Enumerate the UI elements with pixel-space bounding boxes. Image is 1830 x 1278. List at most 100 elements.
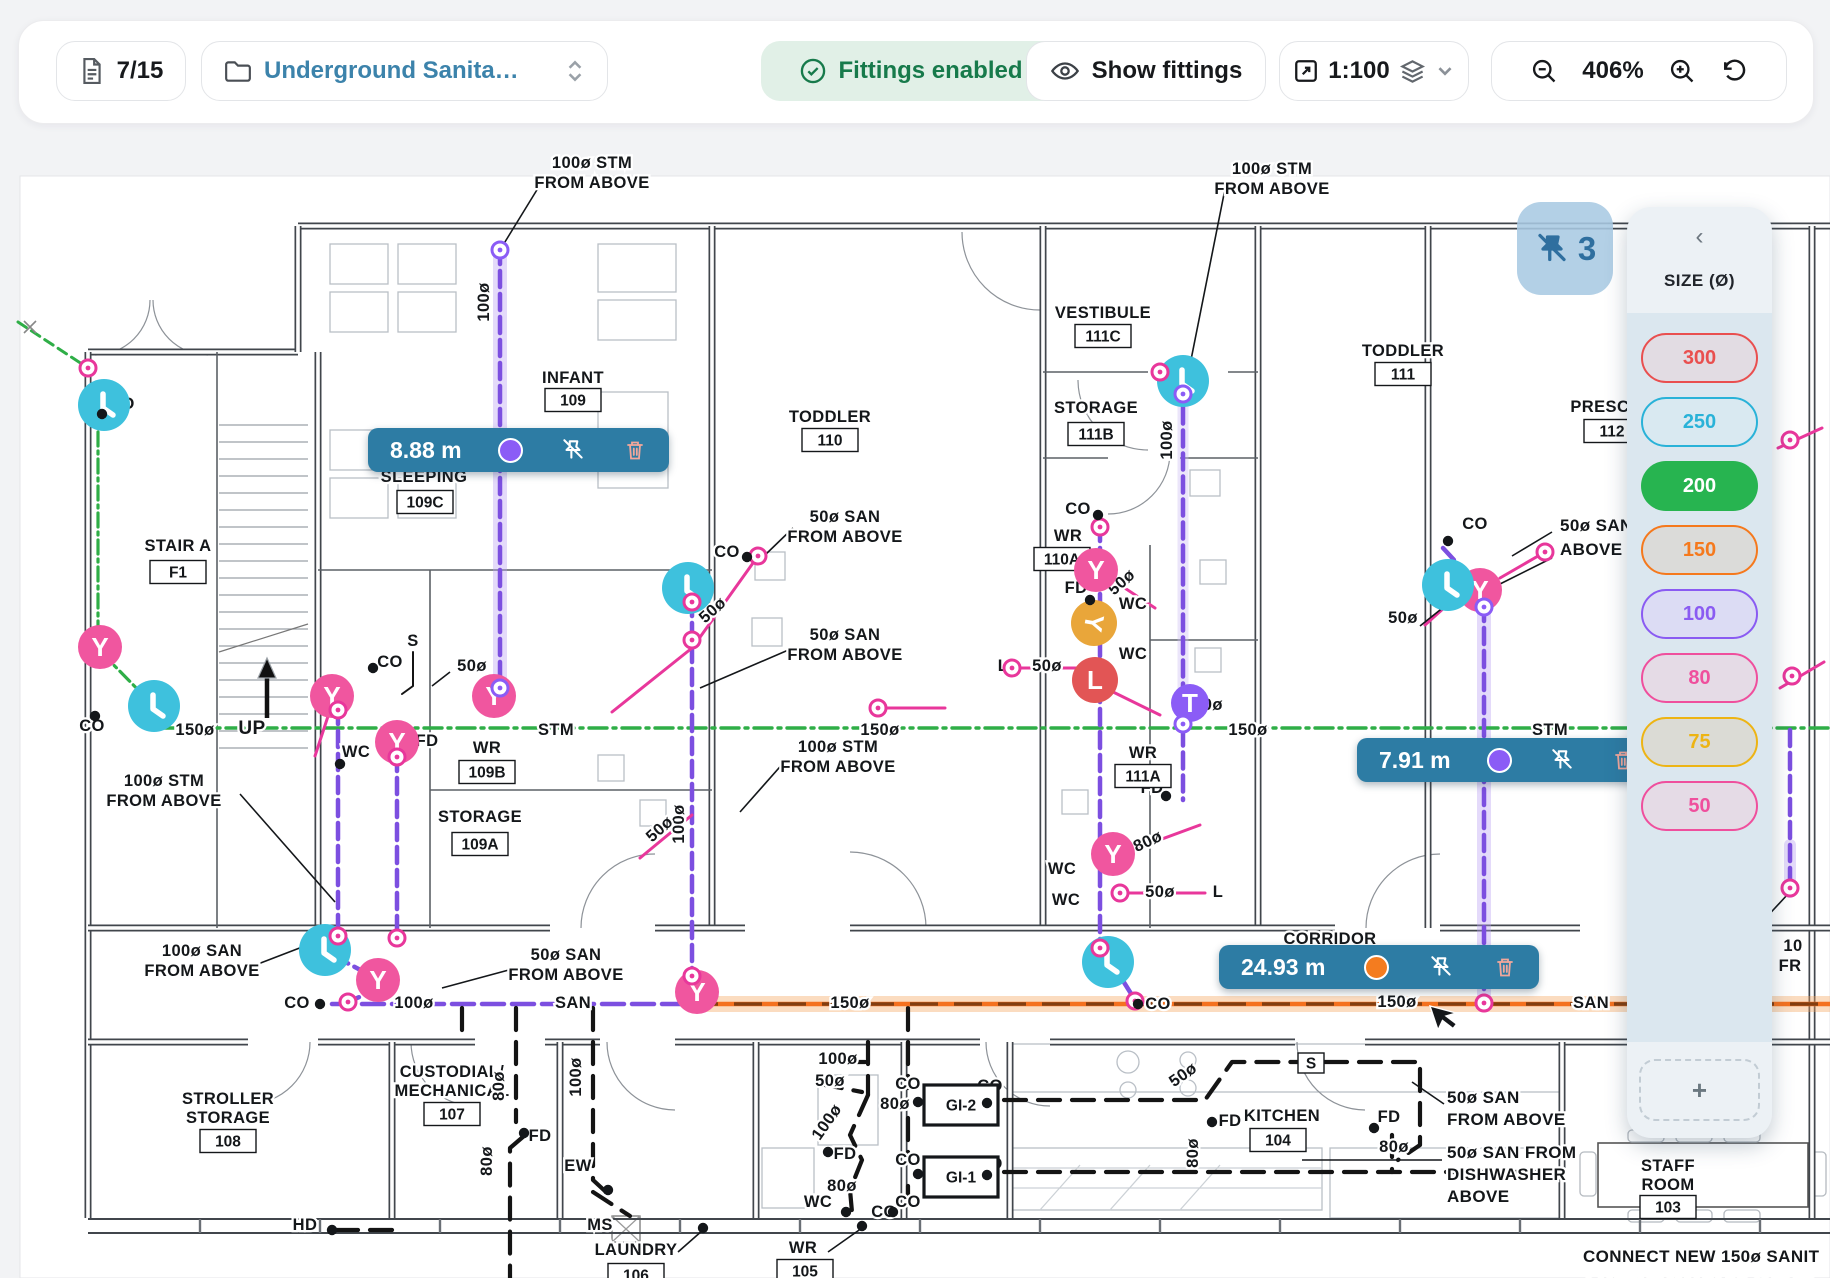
room-number: F1 — [169, 565, 187, 582]
zoom-in-icon[interactable] — [1668, 57, 1696, 85]
pipe-node[interactable] — [1150, 362, 1170, 382]
size-pill-150[interactable]: 150 — [1641, 525, 1758, 575]
cleanout-dot — [314, 998, 326, 1010]
zoom-out-icon[interactable] — [1530, 57, 1558, 85]
pipe-segment[interactable] — [847, 1092, 871, 1215]
plan-label: 50ø SAN — [810, 626, 881, 644]
collapse-panel-icon[interactable]: ‹ — [1695, 223, 1704, 250]
layer-selector[interactable]: Underground Sanita… — [201, 41, 608, 101]
size-pill-300[interactable]: 300 — [1641, 333, 1758, 383]
plan-label: CO — [79, 717, 105, 735]
plan-label: FROM ABOVE — [1214, 180, 1329, 198]
pipe-segment[interactable] — [1001, 1059, 1301, 1103]
pipe-node[interactable] — [1782, 666, 1802, 686]
fitting-elbow[interactable] — [1422, 559, 1474, 611]
pipe-segment[interactable] — [1322, 1059, 1423, 1163]
cleanout-dot — [367, 662, 379, 674]
plan-label: LAUNDRY — [595, 1241, 678, 1259]
leader-line — [677, 1229, 704, 1253]
pipe-node[interactable] — [1173, 384, 1193, 404]
pipe-node[interactable] — [328, 926, 348, 946]
pin-off-icon[interactable] — [1549, 747, 1575, 773]
pipe-node[interactable] — [1474, 993, 1494, 1013]
cleanout-dot — [602, 1184, 614, 1196]
pipe-node[interactable] — [682, 592, 702, 612]
measurement-value: 8.88 m — [390, 436, 462, 463]
pipe-segment[interactable] — [817, 1081, 865, 1095]
fitting-wye[interactable]: Y — [1074, 548, 1118, 592]
size-pill-100[interactable]: 100 — [1641, 589, 1758, 639]
fitting-wye[interactable]: Y — [356, 958, 400, 1002]
pin-off-icon[interactable] — [560, 437, 586, 463]
pipe-node[interactable] — [1110, 883, 1130, 903]
cleanout-dot — [1132, 998, 1144, 1010]
fitting-wye-branch[interactable]: Y — [1071, 600, 1117, 646]
room-number: GI-2 — [946, 1098, 976, 1115]
plan-label: 10 — [1783, 937, 1802, 955]
pipe-node[interactable] — [490, 678, 510, 698]
pipe-node[interactable] — [1090, 517, 1110, 537]
pipe-node[interactable] — [1780, 430, 1800, 450]
pipe-segment[interactable] — [16, 320, 90, 370]
fitting-wye[interactable]: Y — [78, 625, 122, 669]
plan-label: WC — [804, 1193, 832, 1211]
fitting-wye[interactable]: Y — [1091, 832, 1135, 876]
size-pill-75[interactable]: 75 — [1641, 717, 1758, 767]
pipe-node[interactable] — [1535, 542, 1555, 562]
pipe-node[interactable] — [682, 966, 702, 986]
pipe-node[interactable] — [490, 240, 510, 260]
page-indicator-button[interactable]: 7/15 — [56, 41, 186, 101]
pipe-node[interactable] — [1474, 597, 1494, 617]
pipe-node[interactable] — [682, 630, 702, 650]
pipe-node[interactable] — [748, 546, 768, 566]
measurement-tooltip[interactable]: 24.93 m — [1219, 945, 1539, 989]
add-size-button[interactable]: + — [1639, 1059, 1760, 1121]
measurement-tooltip[interactable]: 7.91 m — [1357, 738, 1657, 782]
pipe-node[interactable] — [387, 747, 407, 767]
plan-label: CO — [377, 653, 403, 671]
size-pill-80[interactable]: 80 — [1641, 653, 1758, 703]
fitting-tee[interactable]: T — [1171, 684, 1209, 722]
fittings-enabled-badge[interactable]: Fittings enabled — [761, 41, 1061, 101]
pipe-node[interactable] — [1090, 938, 1110, 958]
fitting-elbow[interactable] — [78, 379, 130, 431]
plan-label: FROM ABOVE — [144, 962, 259, 980]
pipe-node[interactable] — [328, 700, 348, 720]
pipe-node[interactable] — [78, 358, 98, 378]
cleanout-dot — [981, 1169, 993, 1181]
scale-selector[interactable]: 1:100 — [1279, 41, 1469, 101]
delete-measurement-icon[interactable] — [623, 437, 647, 463]
fitting-elbow[interactable] — [128, 680, 180, 732]
pipe-node[interactable] — [1002, 658, 1022, 678]
pipe-node[interactable] — [868, 698, 888, 718]
size-pill-250[interactable]: 250 — [1641, 397, 1758, 447]
fitting-lavatory[interactable]: L — [1072, 657, 1118, 703]
reset-view-icon[interactable] — [1720, 57, 1748, 85]
pipe-segment[interactable] — [401, 651, 414, 695]
pipe-segment[interactable] — [590, 1005, 609, 1195]
unpinned-measurements-badge[interactable]: 3 — [1517, 202, 1613, 295]
delete-measurement-icon[interactable] — [1493, 954, 1517, 980]
pipe-color-dot — [1364, 954, 1390, 980]
show-fittings-button[interactable]: Show fittings — [1026, 41, 1266, 101]
page-indicator-label: 7/15 — [116, 57, 164, 84]
size-pill-50[interactable]: 50 — [1641, 781, 1758, 831]
pipe-node[interactable] — [1173, 714, 1193, 734]
pipe-segment[interactable] — [590, 1189, 633, 1219]
pipe-node[interactable] — [338, 992, 358, 1012]
pipe-segment[interactable] — [638, 813, 694, 860]
pin-off-icon[interactable] — [1428, 954, 1454, 980]
pipe-node[interactable] — [1780, 878, 1800, 898]
pipe-segment[interactable] — [696, 554, 760, 642]
pipe-segment[interactable] — [610, 646, 694, 714]
plan-label: ABOVE ( — [1560, 540, 1634, 559]
size-pill-200[interactable]: 200 — [1641, 461, 1758, 511]
measurement-tooltip[interactable]: 8.88 m — [368, 428, 669, 472]
pipe-node[interactable] — [387, 928, 407, 948]
fitting-wye[interactable]: Y — [472, 674, 516, 718]
room-number-box — [1297, 1052, 1325, 1074]
pipe-segment[interactable] — [507, 1133, 527, 1278]
plan-label: CUSTODIAL/ — [400, 1063, 505, 1081]
